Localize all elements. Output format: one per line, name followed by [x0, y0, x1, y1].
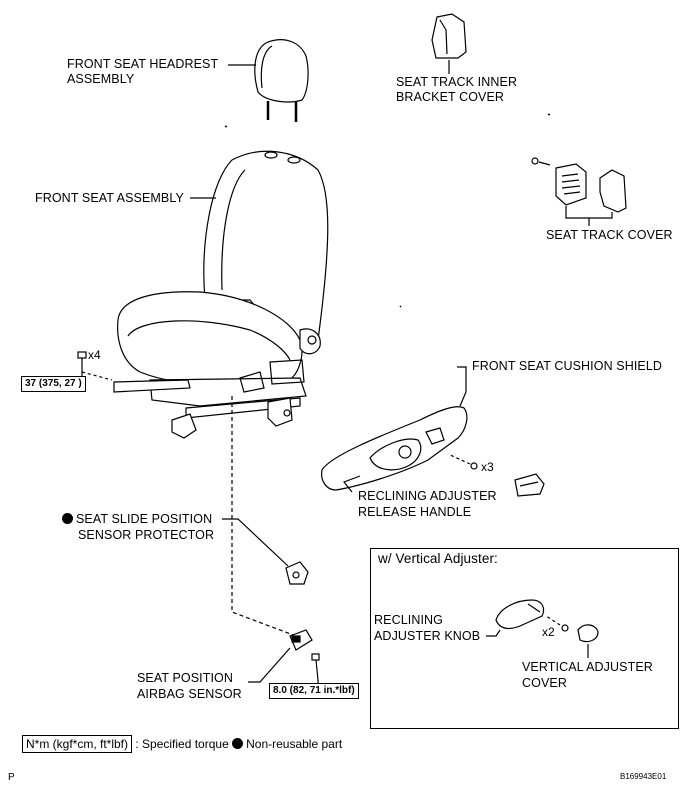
airbag-sensor-label-line1: SEAT POSITION — [137, 671, 233, 685]
inner-cover-label-line2: BRACKET COVER — [396, 90, 505, 104]
adjuster-knob-label-line1: RECLINING — [374, 613, 443, 627]
seat-bolt-torque: 37 (375, 27 ) — [21, 376, 86, 392]
knob-screw-qty: x2 — [542, 625, 555, 639]
figure-code: B169943E01 — [620, 772, 667, 781]
shield-screw-qty: x3 — [481, 460, 494, 474]
legend-dot-icon — [232, 738, 244, 749]
sensor-bolt-torque: 8.0 (82, 71 in.*lbf) — [269, 683, 359, 699]
legend: N*m (kgf*cm, ft*lbf) : Specified torque … — [22, 735, 343, 753]
headrest-label-line1: FRONT SEAT HEADREST — [67, 57, 219, 71]
headrest-drawing — [254, 39, 309, 122]
headrest-label-line2: ASSEMBLY — [67, 72, 135, 86]
airbag-sensor-label-line2: AIRBAG SENSOR — [137, 687, 242, 701]
legend-nonreusable-text: Non-reusable part — [246, 737, 343, 751]
adjuster-knob-label-line2: ADJUSTER KNOB — [374, 629, 481, 643]
inner-bracket-cover-drawing — [431, 13, 467, 59]
seat-track-cover-label: SEAT TRACK COVER — [546, 228, 673, 242]
front-seat-assembly-label: FRONT SEAT ASSEMBLY — [35, 191, 184, 205]
vertical-adjuster-cover-drawing — [577, 624, 599, 643]
nonreusable-dot-icon — [62, 513, 73, 524]
seat-bolt-qty: x4 — [88, 348, 101, 362]
release-handle-label-line1: RECLINING ADJUSTER — [358, 489, 497, 503]
release-handle-drawing — [514, 473, 545, 497]
seat-drawing — [113, 150, 329, 439]
seat-bolt-drawing — [77, 351, 113, 381]
cushion-shield-drawing — [321, 406, 468, 491]
seat-track-cover-drawing — [531, 157, 627, 213]
vertical-cover-label-line2: COVER — [522, 676, 567, 690]
inner-cover-label-line1: SEAT TRACK INNER — [396, 75, 518, 89]
adjuster-knob-drawing — [495, 599, 545, 630]
release-handle-label-line2: RELEASE HANDLE — [358, 505, 472, 519]
vertical-adjuster-inset — [370, 548, 679, 729]
slide-sensor-label-line2: SENSOR PROTECTOR — [78, 528, 215, 542]
legend-torque-unit: N*m (kgf*cm, ft*lbf) — [22, 735, 133, 753]
knob-screw-drawing — [545, 615, 569, 632]
airbag-sensor-drawing — [289, 629, 313, 651]
slide-sensor-label-line1: SEAT SLIDE POSITION — [62, 512, 212, 527]
vertical-cover-label-line1: VERTICAL ADJUSTER — [522, 660, 653, 674]
cushion-shield-label: FRONT SEAT CUSHION SHIELD — [472, 359, 663, 373]
inset-title: w/ Vertical Adjuster: — [378, 551, 498, 566]
sensor-bolt-drawing — [311, 653, 320, 681]
legend-torque-text: : Specified torque — [135, 737, 229, 751]
shield-screw-drawing — [447, 453, 478, 470]
slide-sensor-label-text: SEAT SLIDE POSITION — [76, 512, 213, 526]
corner-left-mark: P — [8, 772, 15, 783]
slide-sensor-protector-drawing — [285, 561, 309, 585]
